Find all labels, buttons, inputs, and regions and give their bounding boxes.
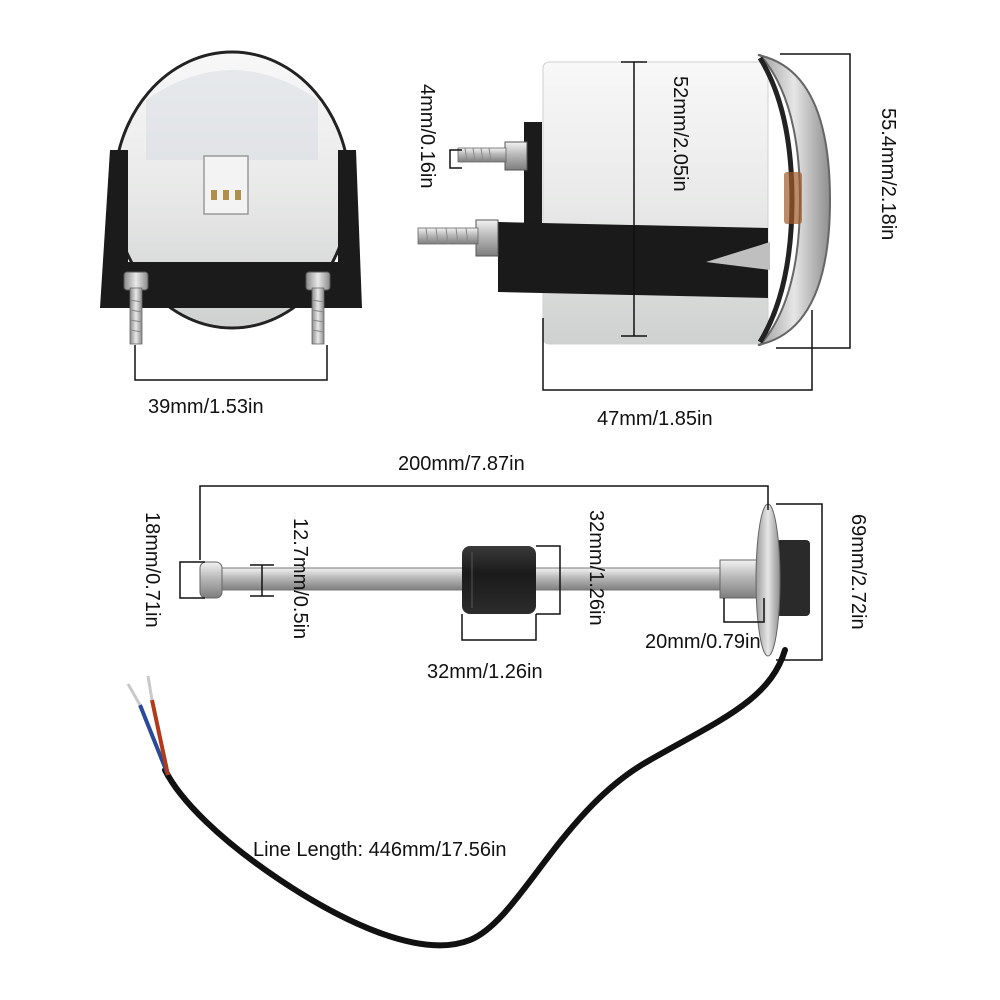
gauge-body-side bbox=[542, 61, 769, 345]
stud-diameter-label: 4mm/0.16in bbox=[416, 84, 438, 189]
threaded-stud bbox=[129, 287, 143, 345]
depth-dimension-line bbox=[542, 310, 813, 391]
gauge-shade bbox=[146, 70, 318, 160]
blue-wire bbox=[138, 704, 170, 776]
bezel-diameter-dimension-line bbox=[776, 53, 851, 349]
stud-diameter-dimension-line bbox=[449, 149, 462, 169]
stud-spacing-dimension-line bbox=[134, 345, 328, 381]
bracket-arm bbox=[498, 222, 768, 298]
connector-housing bbox=[203, 155, 249, 215]
depth-label: 47mm/1.85in bbox=[597, 408, 713, 430]
gauge-side-view bbox=[417, 53, 851, 391]
sender-cable bbox=[162, 647, 788, 949]
line-length-label: Line Length: 446mm/17.56in bbox=[253, 839, 507, 861]
nut bbox=[123, 271, 149, 291]
wire-tip bbox=[126, 683, 142, 706]
connector-pin bbox=[235, 190, 241, 200]
connector-pin bbox=[223, 190, 229, 200]
nut bbox=[475, 219, 499, 257]
nut bbox=[305, 271, 331, 291]
connector-pin bbox=[211, 190, 217, 200]
rod-end-cap bbox=[199, 561, 223, 599]
gauge-back-view bbox=[100, 50, 362, 381]
wire-tip bbox=[146, 675, 154, 701]
end-cap-dimension-line bbox=[179, 561, 205, 599]
end-cap-label: 18mm/0.71in bbox=[141, 512, 163, 628]
float-height-dimension-line bbox=[536, 545, 561, 615]
sender-head bbox=[776, 540, 810, 616]
flange-label: 69mm/2.72in bbox=[847, 514, 869, 630]
collar-label: 20mm/0.79in bbox=[645, 631, 761, 653]
total-length-label: 200mm/7.87in bbox=[398, 453, 525, 475]
bezel-reflection bbox=[784, 172, 802, 224]
float-height-label: 32mm/1.26in bbox=[585, 510, 607, 626]
stud-spacing-label: 39mm/1.53in bbox=[148, 396, 264, 418]
collar-dimension-line bbox=[723, 598, 765, 623]
red-wire bbox=[150, 699, 170, 776]
body-diameter-label: 52mm/2.05in bbox=[669, 76, 691, 192]
float-width-dimension-line bbox=[461, 614, 537, 641]
float-width-label: 32mm/1.26in bbox=[427, 661, 543, 683]
rod-diameter-label: 12.7mm/0.5in bbox=[289, 518, 311, 640]
nut bbox=[504, 141, 528, 171]
bracket-highlight bbox=[706, 242, 770, 270]
total-length-dimension-line bbox=[199, 485, 769, 560]
flange-dimension-line bbox=[776, 503, 823, 661]
level-sender bbox=[126, 485, 823, 949]
float bbox=[462, 546, 536, 614]
bezel bbox=[757, 54, 832, 346]
mounting-bracket bbox=[100, 150, 362, 308]
collar bbox=[719, 559, 761, 599]
bezel-diameter-label: 55.4mm/2.18in bbox=[877, 108, 899, 241]
threaded-stud bbox=[311, 287, 325, 345]
bracket-upright bbox=[524, 122, 542, 230]
